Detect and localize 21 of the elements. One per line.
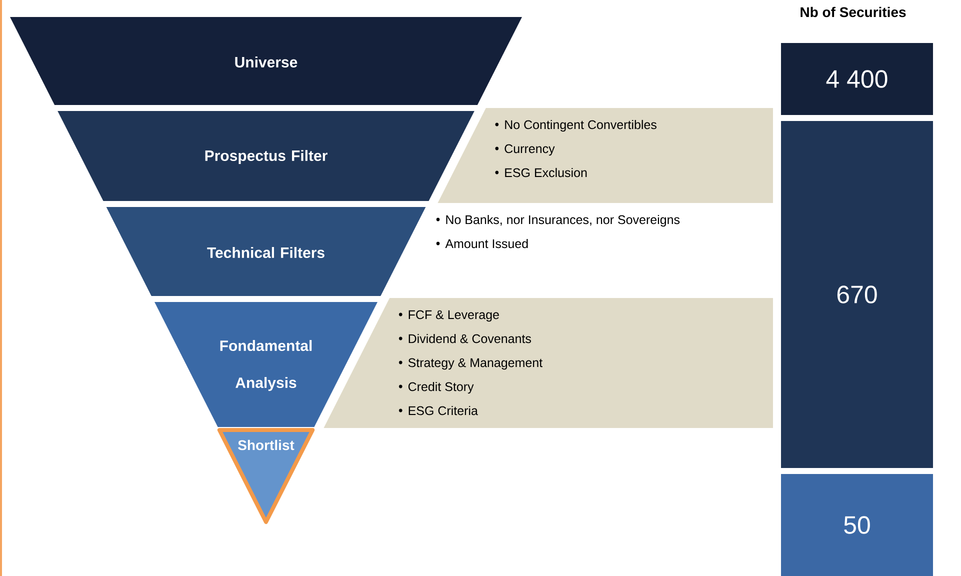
bullet-text: Strategy & Management	[408, 358, 542, 370]
criteria-panel	[438, 108, 773, 203]
funnel-band: Prospectus Filter	[58, 111, 474, 201]
bullet-text: Dividend & Covenants	[408, 334, 531, 344]
bullet-text: ESG Criteria	[408, 406, 478, 416]
bullet-text: FCF & Leverage	[408, 310, 499, 322]
funnel-band: Technical Filters	[106, 207, 426, 296]
bullet-text: Credit Story	[408, 382, 474, 394]
bullet-text: Amount Issued	[445, 238, 528, 248]
bullet-text: Currency	[504, 144, 555, 156]
funnel-band: Fondamental Analysis	[154, 302, 378, 427]
shortlist-triangle: Shortlist	[217, 428, 315, 524]
count-bar: 4 400	[781, 43, 933, 115]
bullet-text: No Banks, nor Insurances, nor Sovereigns	[446, 214, 680, 227]
count-bar: 50	[781, 474, 933, 576]
criteria-panel	[324, 298, 773, 428]
bullet-text: No Contingent Convertibles	[505, 120, 656, 132]
bullet-text: ESG Exclusion	[505, 168, 587, 178]
count-bar: 670	[781, 121, 933, 468]
funnel-band: Universe	[10, 17, 522, 105]
column-heading: Nb of Securities	[800, 6, 906, 18]
